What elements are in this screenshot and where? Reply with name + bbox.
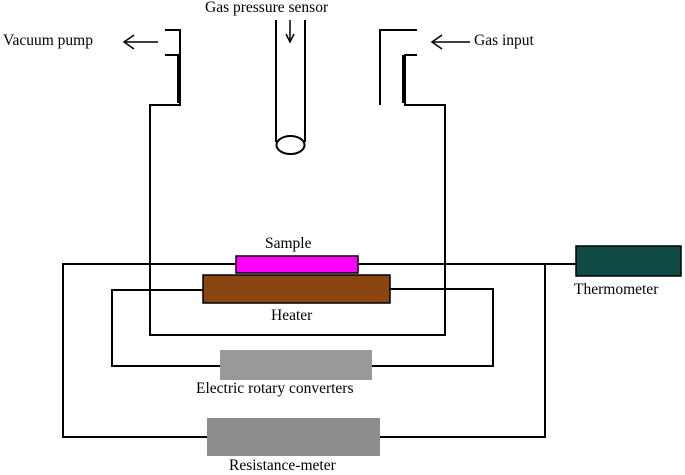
gas-pressure-sensor-label: Gas pressure sensor bbox=[205, 0, 329, 16]
resistance-meter-block bbox=[207, 418, 380, 456]
thermometer-block bbox=[575, 245, 682, 277]
sensor-arrow-head bbox=[285, 33, 295, 44]
gas-input-label: Gas input bbox=[474, 32, 534, 49]
gas-input-port-outer-wall bbox=[379, 29, 417, 105]
thermometer-label: Thermometer bbox=[574, 281, 659, 298]
gas-input-arrow-head bbox=[430, 34, 443, 50]
resistance-meter-label: Resistance-meter bbox=[229, 457, 336, 474]
sensor-tube-opening bbox=[275, 135, 306, 155]
chamber-wall-left bbox=[149, 29, 446, 336]
electric-rotary-converters-label: Electric rotary converters bbox=[196, 380, 354, 397]
resistance-meter-circuit bbox=[62, 263, 546, 438]
converter-circuit bbox=[111, 288, 494, 367]
sample-block bbox=[235, 255, 359, 274]
vacuum-port-inner-wall bbox=[165, 54, 179, 103]
heater-label: Heater bbox=[271, 307, 313, 324]
converter-block bbox=[220, 350, 372, 380]
sample-label: Sample bbox=[265, 235, 312, 252]
vacuum-pump-label: Vacuum pump bbox=[3, 32, 93, 49]
vacuum-arrow-head bbox=[122, 34, 135, 50]
heater-block bbox=[202, 274, 391, 304]
